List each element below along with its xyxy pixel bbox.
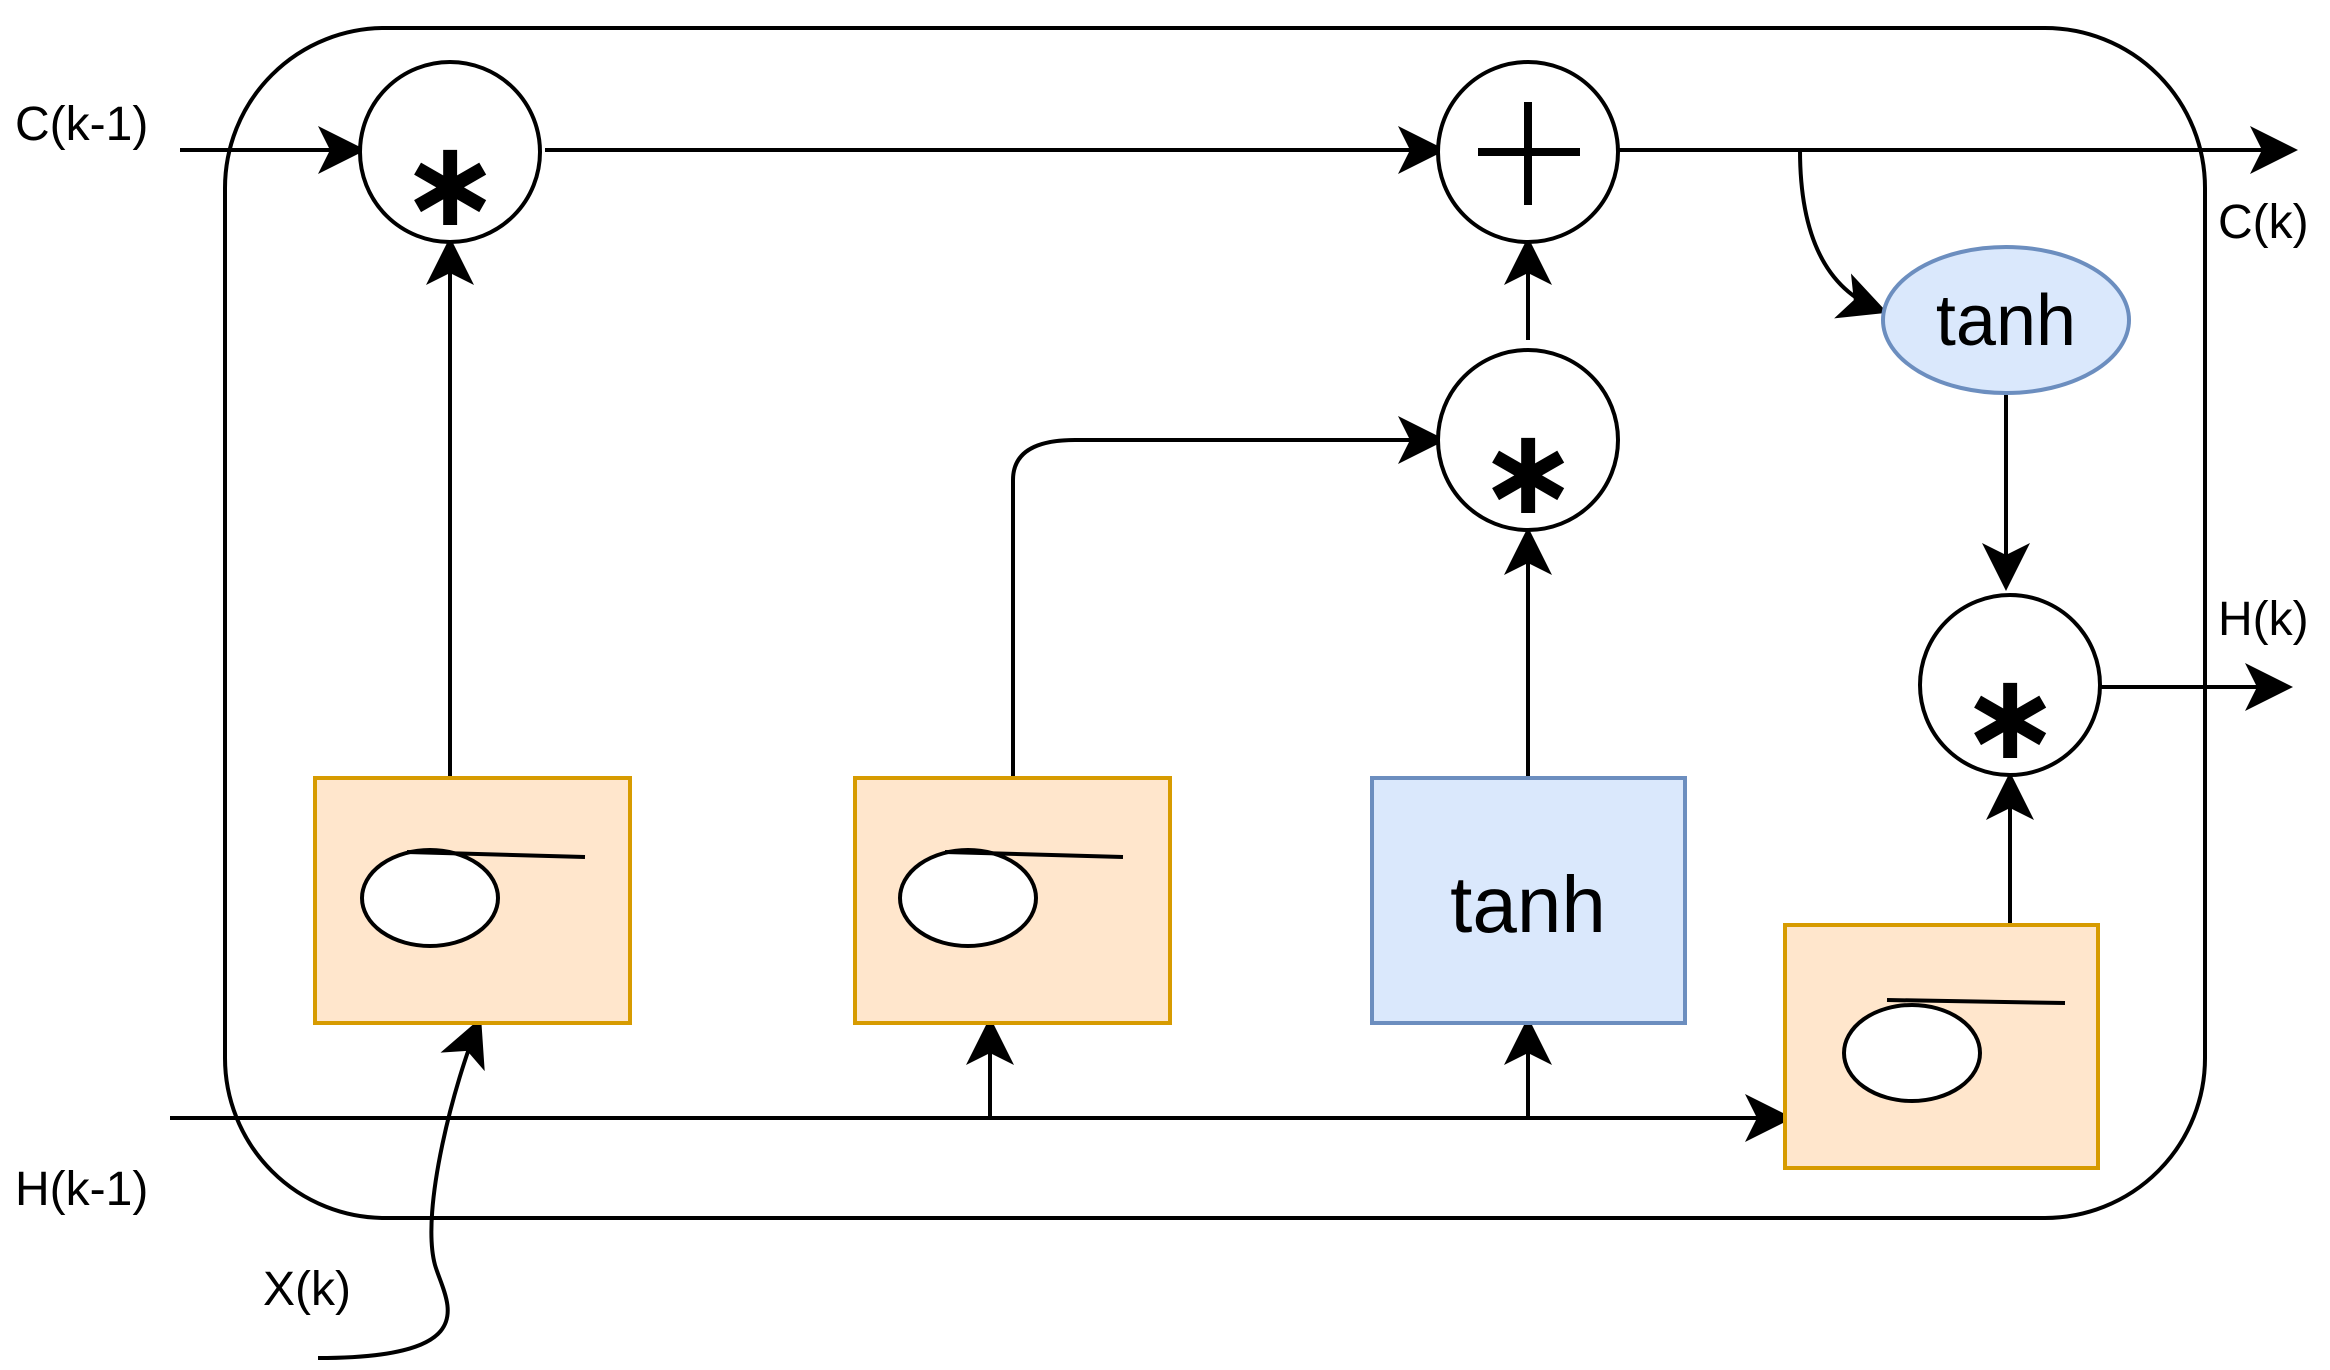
multiply-icon: ∗ bbox=[400, 117, 501, 251]
candidate-tanh-box: tanh bbox=[1370, 776, 1687, 1025]
add-op bbox=[1436, 60, 1620, 244]
multiply-icon: ∗ bbox=[1960, 650, 2061, 784]
label-h-prev: H(k-1) bbox=[15, 1163, 148, 1216]
input-gate bbox=[853, 776, 1172, 1025]
sigma-icon bbox=[360, 848, 500, 948]
x-to-forget-gate bbox=[317, 1017, 485, 1360]
label-x-in: X(k) bbox=[263, 1263, 351, 1316]
plus-icon bbox=[1478, 102, 1580, 205]
label-c-next: C(k) bbox=[2218, 196, 2309, 249]
output-multiply-op: ∗ bbox=[1918, 593, 2102, 784]
connections bbox=[170, 126, 2298, 1360]
sigma-icon bbox=[898, 848, 1038, 948]
input-multiply-op: ∗ bbox=[1436, 348, 1620, 539]
output-tanh-ellipse: tanh bbox=[1881, 245, 2131, 395]
sigma-icon-bar bbox=[1886, 998, 2066, 1005]
label-h-next: H(k) bbox=[2218, 593, 2309, 646]
label-c-prev: C(k-1) bbox=[15, 98, 148, 151]
output-gate bbox=[1783, 923, 2100, 1170]
sigma-icon bbox=[1842, 1003, 1982, 1103]
tanh-box-label: tanh bbox=[1450, 860, 1606, 949]
multiply-icon: ∗ bbox=[1478, 405, 1579, 539]
tanh-ellipse-label: tanh bbox=[1936, 281, 2076, 361]
sigma-icon-bar bbox=[944, 850, 1124, 859]
sigma-icon-bar bbox=[406, 850, 586, 859]
forget-gate bbox=[313, 776, 632, 1025]
input-gate-to-mult bbox=[1011, 416, 1446, 778]
forget-multiply-op: ∗ bbox=[358, 60, 542, 251]
cell-boundary bbox=[223, 26, 2207, 1220]
c-to-tanh-ellipse bbox=[1798, 149, 1888, 319]
